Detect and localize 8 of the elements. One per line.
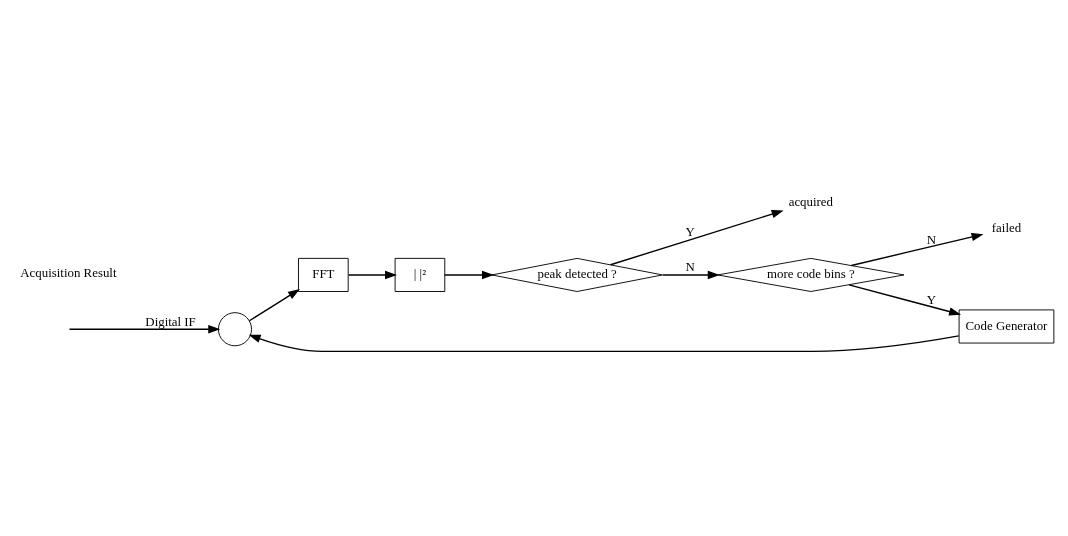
edge-label: Y	[685, 224, 695, 239]
edge-label: N	[926, 232, 937, 247]
node-text: acquired	[788, 194, 833, 209]
edge-label: N	[685, 259, 695, 274]
edge-label: Y	[926, 292, 937, 307]
edge-label: Digital IF	[145, 314, 196, 329]
node-text: failed	[991, 220, 1022, 235]
label: Acquisition Result	[20, 265, 117, 280]
